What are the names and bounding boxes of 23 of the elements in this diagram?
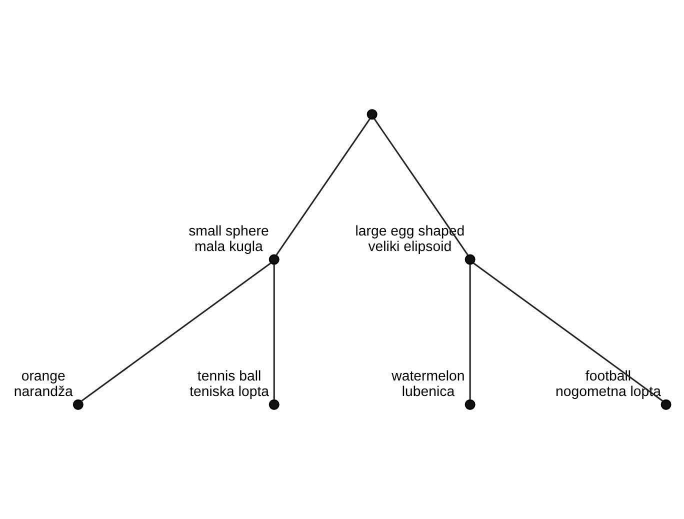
connector xyxy=(80,262,272,402)
node-label: tennis ball xyxy=(197,368,262,385)
node-circle xyxy=(72,399,84,410)
connector xyxy=(273,264,275,400)
connector xyxy=(473,262,664,402)
node-label: watermelon xyxy=(392,368,465,385)
node-circle xyxy=(464,399,476,410)
node-circle xyxy=(268,399,280,410)
node-circle xyxy=(464,254,476,265)
node-label: lubenica xyxy=(402,384,455,400)
connector xyxy=(276,118,370,256)
node-label: mala kugla xyxy=(194,238,263,255)
node-label: orange xyxy=(21,368,66,385)
connector xyxy=(374,118,468,256)
node-label: narandža xyxy=(14,384,73,400)
node-label: veliki elipsoid xyxy=(368,238,452,255)
node-circle xyxy=(660,399,672,410)
node-circle xyxy=(366,109,378,120)
node-label: teniska lopta xyxy=(190,384,270,400)
connector xyxy=(469,264,471,400)
node-circle xyxy=(268,254,280,265)
node-label: football xyxy=(585,368,632,385)
node-label: small sphere xyxy=(188,223,269,240)
